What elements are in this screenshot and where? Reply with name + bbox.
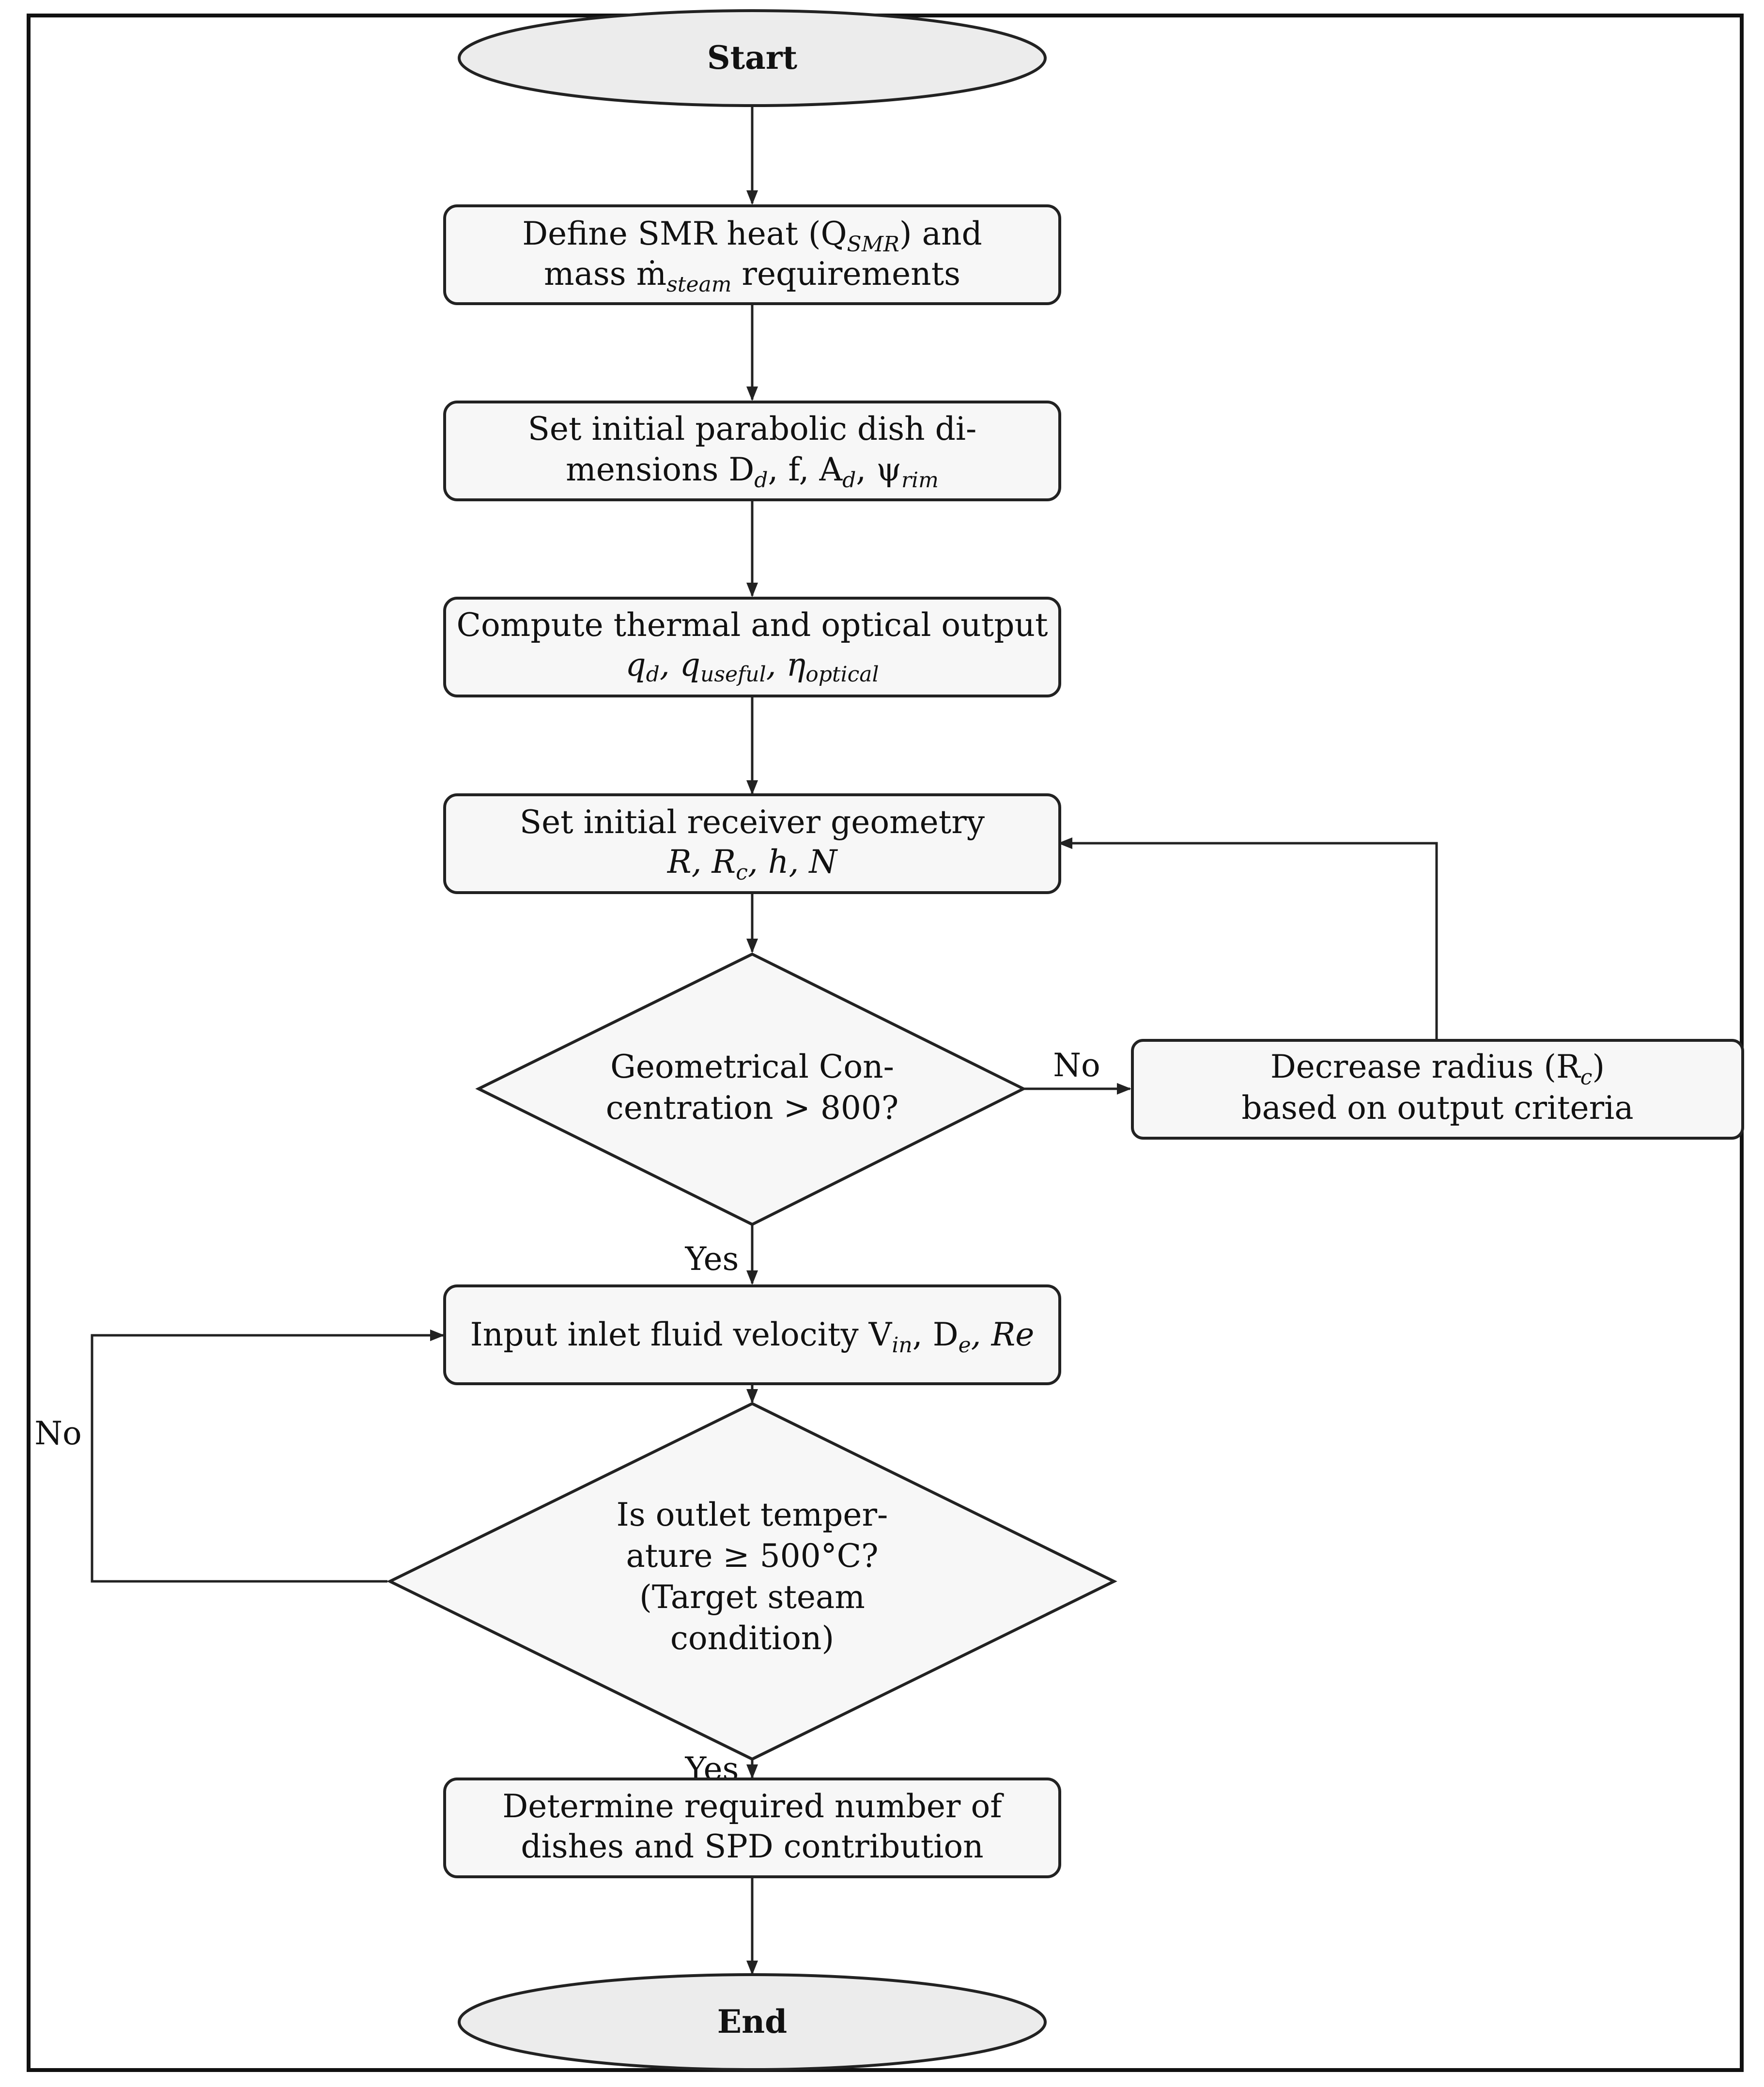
end-label: End bbox=[717, 2003, 787, 2041]
decrease-line-1: Decrease radius (Rc) bbox=[1270, 1048, 1605, 1090]
dish-dimensions-node: Set initial parabolic dish di- mensions … bbox=[443, 401, 1061, 501]
concentration-decision-node: Geometrical Con- centration > 800? bbox=[475, 952, 1027, 1226]
start-label: Start bbox=[707, 39, 798, 77]
decrease-radius-node: Decrease radius (Rc) based on output cri… bbox=[1131, 1039, 1744, 1140]
compute-line-2: qd, quseful, ηoptical bbox=[625, 646, 879, 687]
compute-output-node: Compute thermal and optical output qd, q… bbox=[443, 597, 1061, 697]
edge-label-concentration-yes: Yes bbox=[685, 1240, 739, 1278]
define-line-2: mass ṁsteam requirements bbox=[544, 255, 960, 297]
compute-line-1: Compute thermal and optical output bbox=[457, 606, 1048, 644]
dish-line-2: mensions Dd, f, Ad, ψrim bbox=[566, 451, 939, 493]
determine-line-2: dishes and SPD contribution bbox=[521, 1828, 983, 1865]
outlet-line-1: Is outlet temper- bbox=[617, 1496, 888, 1533]
edge-decrease-receiver bbox=[1058, 837, 1438, 1040]
concentration-line-1: Geometrical Con- bbox=[610, 1048, 894, 1085]
outlet-line-2: ature ≥ 500°C? bbox=[626, 1537, 878, 1575]
determine-dishes-node: Determine required number of dishes and … bbox=[443, 1778, 1061, 1878]
inlet-line: Input inlet fluid velocity Vin, De, Re bbox=[470, 1316, 1035, 1358]
concentration-line-2: centration > 800? bbox=[606, 1089, 898, 1127]
outlet-temperature-decision-node: Is outlet temper- ature ≥ 500°C? (Target… bbox=[387, 1402, 1117, 1761]
outlet-line-3: (Target steam bbox=[639, 1578, 865, 1616]
start-node: Start bbox=[458, 9, 1047, 107]
edge-label-outlet-no: No bbox=[34, 1415, 82, 1452]
receiver-line-1: Set initial receiver geometry bbox=[520, 804, 985, 841]
edges bbox=[91, 106, 1438, 1975]
dish-line-1: Set initial parabolic dish di- bbox=[528, 410, 977, 448]
determine-line-1: Determine required number of bbox=[502, 1788, 1004, 1825]
edge-label-concentration-no: No bbox=[1053, 1047, 1100, 1084]
inlet-velocity-node: Input inlet fluid velocity Vin, De, Re bbox=[443, 1284, 1061, 1385]
receiver-geometry-node: Set initial receiver geometry R, Rc, h, … bbox=[443, 793, 1061, 894]
define-requirements-node: Define SMR heat (QSMR) and mass ṁsteam r… bbox=[443, 204, 1061, 305]
decrease-line-2: based on output criteria bbox=[1241, 1089, 1633, 1127]
edge-outlet-inlet bbox=[91, 1329, 445, 1583]
end-node: End bbox=[458, 1973, 1047, 2071]
receiver-line-2: R, Rc, h, N bbox=[667, 843, 838, 885]
outlet-line-4: condition) bbox=[670, 1620, 834, 1657]
define-line-1: Define SMR heat (QSMR) and bbox=[522, 215, 982, 257]
